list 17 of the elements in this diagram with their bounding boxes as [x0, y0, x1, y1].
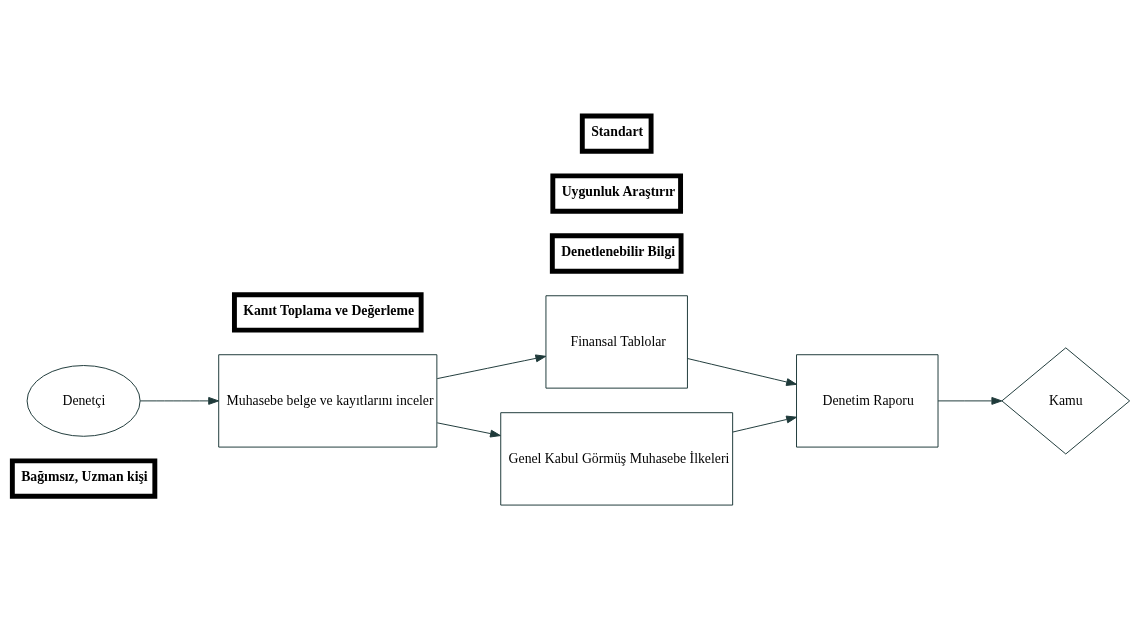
node-box: Denetlenebilir Bilgi	[549, 232, 684, 274]
arrow	[732, 415, 797, 432]
node-box: Finansal Tablolar	[545, 294, 688, 389]
node-box: Uygunluk Araştırır	[550, 172, 684, 214]
arrow	[436, 353, 547, 379]
node-box: Bağımsız, Uzman kişi	[9, 457, 158, 499]
arrow	[436, 421, 501, 437]
node-box: Standart	[579, 112, 654, 154]
node-box: Kanıt Toplama ve Değerleme	[231, 291, 424, 333]
node-box: Denetim Raporu	[796, 353, 939, 448]
node-box: Genel Kabul Görmüş Muhasebe İlkeleri	[500, 411, 734, 506]
node-ellipse: Denetçi	[26, 364, 141, 437]
arrow	[937, 396, 1003, 405]
node-box: Muhasebe belge ve kayıtlarını inceler	[218, 353, 438, 448]
arrow	[687, 357, 797, 386]
node-diamond: Kamu	[1001, 346, 1131, 454]
arrow	[139, 396, 220, 405]
